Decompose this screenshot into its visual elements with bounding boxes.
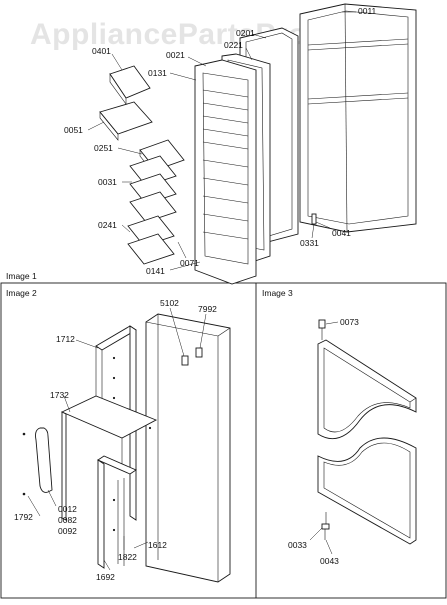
callout-0011: 0011 <box>358 6 377 16</box>
callout-0221: 0221 <box>224 40 243 50</box>
door-handle <box>35 427 53 493</box>
cabinet-side-panel <box>145 313 231 583</box>
lower-trim-rail <box>97 455 137 569</box>
bottom-hinge <box>321 512 330 540</box>
door-outer-panel <box>299 3 417 233</box>
callout-0141: 0141 <box>146 266 165 276</box>
callout-0331: 0331 <box>300 238 319 248</box>
door-bin-middle <box>129 155 177 223</box>
callout-0033: 0033 <box>288 540 307 550</box>
lower-frame <box>0 282 447 599</box>
leader-lines-image1 <box>87 11 356 271</box>
top-hinge <box>318 319 326 340</box>
image3-drawing: 0073 0033 0043 <box>288 317 417 566</box>
callout-0031: 0031 <box>98 177 117 187</box>
panel-label-image2: Image 2 <box>6 288 37 298</box>
callout-0051: 0051 <box>64 125 83 135</box>
callout-1712: 1712 <box>56 334 75 344</box>
hinge-pin <box>311 213 317 225</box>
leader-lines-image3 <box>309 321 339 555</box>
callout-0401: 0401 <box>92 46 111 56</box>
panel-label-image3: Image 3 <box>262 288 293 298</box>
callout-0201: 0201 <box>236 28 255 38</box>
mounting-brackets <box>181 347 203 366</box>
callout-0041: 0041 <box>332 228 351 238</box>
door-lower-section <box>317 437 417 545</box>
callout-0073: 0073 <box>340 317 359 327</box>
callouts-image3: 0073 0033 0043 <box>288 317 359 566</box>
callout-0241: 0241 <box>98 220 117 230</box>
callout-0082: 0082 <box>58 515 77 525</box>
callout-1792: 1792 <box>14 512 33 522</box>
callout-0071: 0071 <box>180 258 199 268</box>
callout-0012: 0012 <box>58 504 77 514</box>
callout-5102: 5102 <box>160 298 179 308</box>
screw-points <box>22 356 152 532</box>
image1-drawing: 0011 0201 0221 0021 0131 0401 0051 0251 … <box>64 3 417 285</box>
leader-lines-image2 <box>27 307 207 571</box>
door-bin-lower <box>127 215 175 265</box>
door-liner <box>194 59 257 285</box>
callout-1732: 1732 <box>50 390 69 400</box>
door-upper-section <box>317 339 417 440</box>
callouts-image2: 5102 7992 1712 1732 0012 0082 0092 1792 … <box>14 298 217 582</box>
callout-1692: 1692 <box>96 572 115 582</box>
dairy-bin <box>109 65 151 105</box>
divider-panel <box>60 395 158 521</box>
callouts-image1: 0011 0201 0221 0021 0131 0401 0051 0251 … <box>64 6 377 276</box>
callout-0043: 0043 <box>320 556 339 566</box>
callout-1612: 1612 <box>148 540 167 550</box>
callout-0131: 0131 <box>148 68 167 78</box>
image2-drawing: 5102 7992 1712 1732 0012 0082 0092 1792 … <box>14 298 231 583</box>
callout-1822: 1822 <box>118 552 137 562</box>
callout-0092: 0092 <box>58 526 77 536</box>
callout-0021: 0021 <box>166 50 185 60</box>
upper-shelf <box>99 101 153 141</box>
callout-7992: 7992 <box>198 304 217 314</box>
panel-label-image1: Image 1 <box>6 271 37 281</box>
callout-0251: 0251 <box>94 143 113 153</box>
